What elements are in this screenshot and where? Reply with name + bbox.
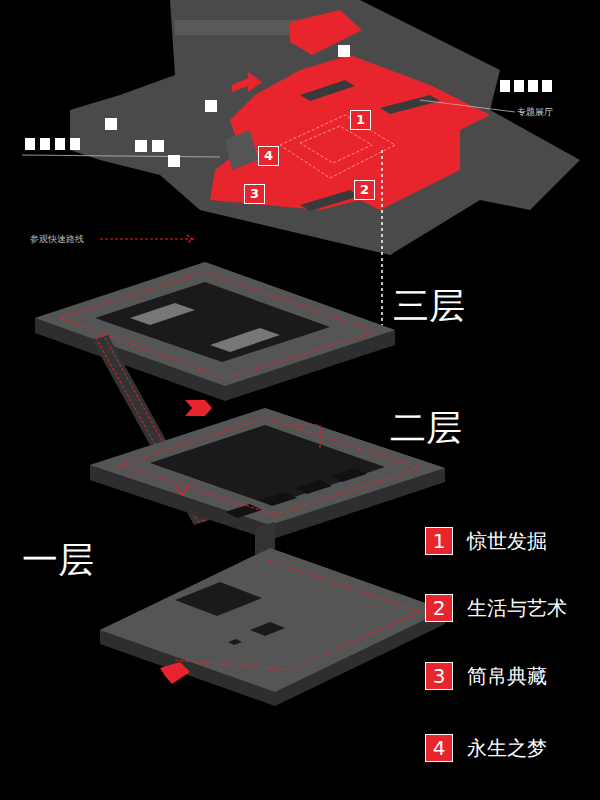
zone-number: 3 xyxy=(250,186,259,201)
legend-swatch: 3 xyxy=(425,662,453,690)
callout-number: 2 xyxy=(433,597,446,619)
callout-number: 4 xyxy=(433,737,446,759)
dashed-route-sample xyxy=(98,233,198,245)
legend-swatch: 1 xyxy=(425,527,453,555)
legend-text: 生活与艺术 xyxy=(467,596,567,620)
legend-swatch: 2 xyxy=(425,594,453,622)
floor-label: 二层 xyxy=(390,408,462,448)
legend-swatch: 4 xyxy=(425,734,453,762)
callout-number: 3 xyxy=(433,665,446,687)
zone-number-box: 3 xyxy=(244,184,265,204)
legend-row: 2 生活与艺术 xyxy=(425,594,567,622)
callout-number: 1 xyxy=(433,530,446,552)
zone-number-box: 4 xyxy=(258,146,279,166)
legend-text: 惊世发掘 xyxy=(467,529,547,553)
floor-label: 一层 xyxy=(22,540,94,580)
zone-number: 2 xyxy=(360,182,369,197)
legend-row: 1 惊世发掘 xyxy=(425,527,547,555)
legend-row: 3 简帛典藏 xyxy=(425,662,547,690)
zone-number: 4 xyxy=(264,148,273,163)
floor-label: 三层 xyxy=(393,286,465,326)
legend-text: 参观快速路线 xyxy=(30,233,84,245)
legend-row: 4 永生之梦 xyxy=(425,734,547,762)
zone-number: 1 xyxy=(356,112,365,127)
zone-number-box: 1 xyxy=(350,110,371,130)
route-legend: 参观快速路线 xyxy=(30,233,198,245)
legend-text: 简帛典藏 xyxy=(467,664,547,688)
legend-text: 永生之梦 xyxy=(467,736,547,760)
hall-label: 专题展厅 xyxy=(517,106,553,118)
zone-number-box: 2 xyxy=(354,180,375,200)
